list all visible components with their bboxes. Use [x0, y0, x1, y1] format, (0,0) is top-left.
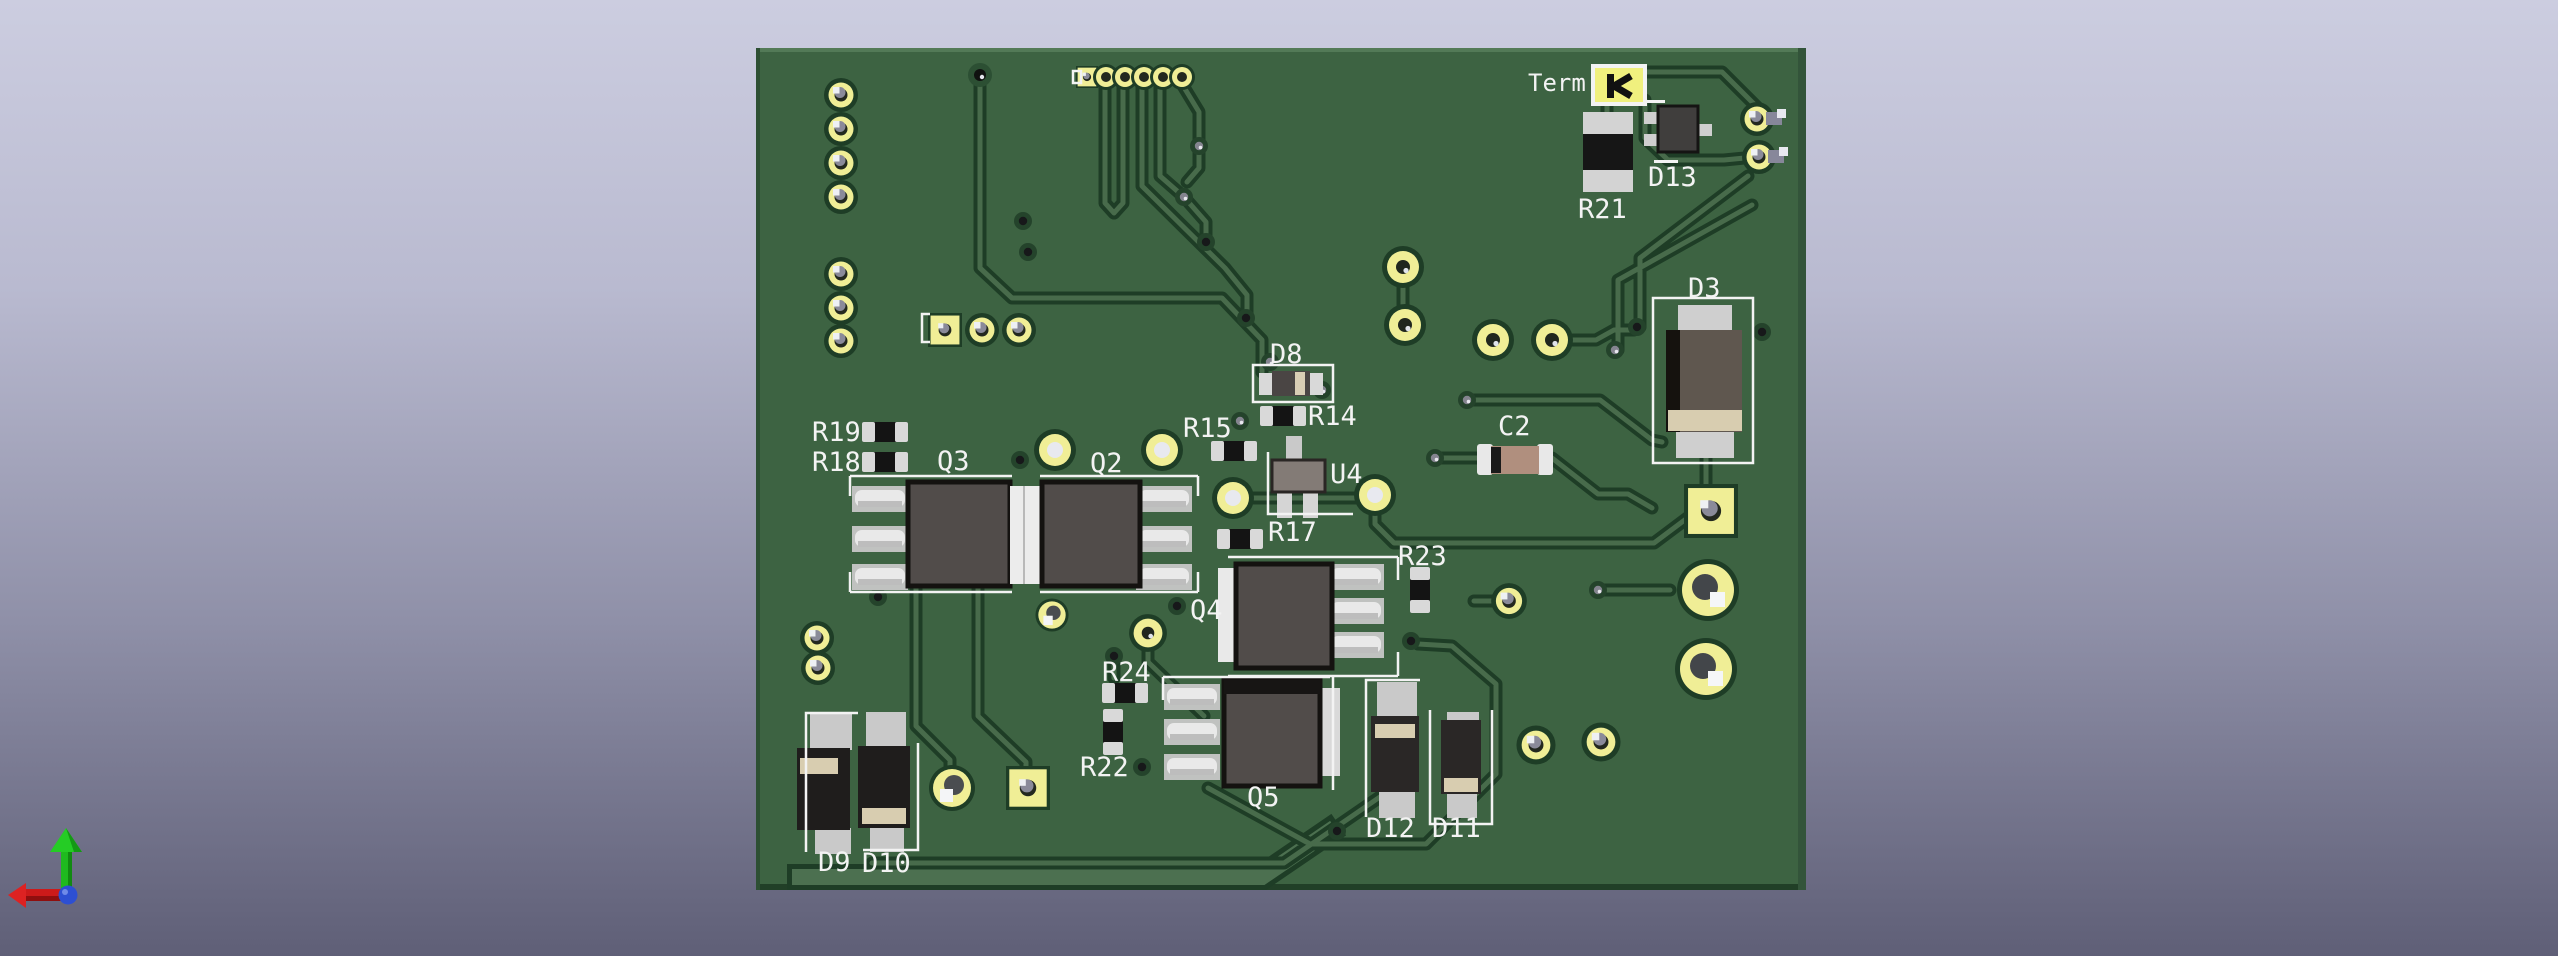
component-d8: [1259, 371, 1323, 396]
label-r17: R17: [1268, 517, 1317, 548]
component-r21: [1583, 112, 1633, 192]
label-c2: C2: [1498, 411, 1531, 442]
label-r19: R19: [812, 417, 861, 448]
origin-sphere: [58, 885, 78, 905]
label-r14: R14: [1308, 401, 1357, 432]
component-d3: [1666, 305, 1742, 458]
label-r24: R24: [1102, 657, 1151, 688]
label-r21: R21: [1578, 194, 1627, 225]
label-d10: D10: [862, 848, 911, 879]
arrow-pad: [929, 765, 975, 811]
label-q2: Q2: [1090, 448, 1123, 479]
label-r22: R22: [1080, 752, 1129, 783]
label-q3: Q3: [937, 446, 970, 477]
component-q2: [1039, 479, 1192, 590]
label-d3: D3: [1688, 273, 1721, 304]
label-q5: Q5: [1247, 782, 1280, 813]
label-u4: U4: [1330, 459, 1363, 490]
label-r23: R23: [1398, 541, 1447, 572]
component-d13: [1644, 100, 1712, 163]
label-d11: D11: [1432, 813, 1481, 844]
component-d11: [1441, 712, 1481, 818]
through-hole-pads: [800, 63, 1788, 811]
arrow-pad: [1035, 598, 1069, 632]
component-r17: [1217, 529, 1263, 549]
label-d9: D9: [818, 847, 851, 878]
component-r22: [1103, 709, 1123, 755]
label-r15: R15: [1183, 413, 1232, 444]
label-d13: D13: [1648, 162, 1697, 193]
axis-indicator: [8, 828, 82, 908]
label-r18: R18: [812, 447, 861, 478]
component-d12: [1371, 682, 1419, 818]
silkscreen-labels: Term R21 D13 D3 C2 D8 R14 R15 U4 R17 R23…: [812, 69, 1721, 879]
component-q3: [852, 479, 1013, 590]
y-axis-arrow: [61, 850, 72, 896]
component-r14: [1260, 406, 1306, 426]
label-d12: D12: [1366, 813, 1415, 844]
pcb-board: Term R21 D13 D3 C2 D8 R14 R15 U4 R17 R23…: [756, 48, 1806, 890]
component-r19: [862, 422, 908, 442]
big-pad: [1675, 638, 1737, 700]
component-r15: [1211, 441, 1257, 461]
component-c2: [1477, 444, 1553, 475]
label-d8: D8: [1270, 339, 1303, 370]
via: [968, 63, 992, 87]
pin-posts: [1766, 109, 1788, 163]
component-d10: [858, 712, 910, 852]
component-r18: [862, 452, 908, 472]
component-q5: [1164, 677, 1340, 789]
component-r23: [1410, 567, 1430, 613]
component-u4: [1270, 436, 1327, 518]
big-pad: [1677, 559, 1739, 621]
copper-traces: [865, 65, 1764, 870]
dpak-tabs: [1010, 486, 1042, 584]
label-term: Term: [1528, 69, 1586, 97]
term-marker: [1591, 64, 1647, 106]
label-q4: Q4: [1190, 595, 1223, 626]
component-q4: [1218, 561, 1384, 671]
